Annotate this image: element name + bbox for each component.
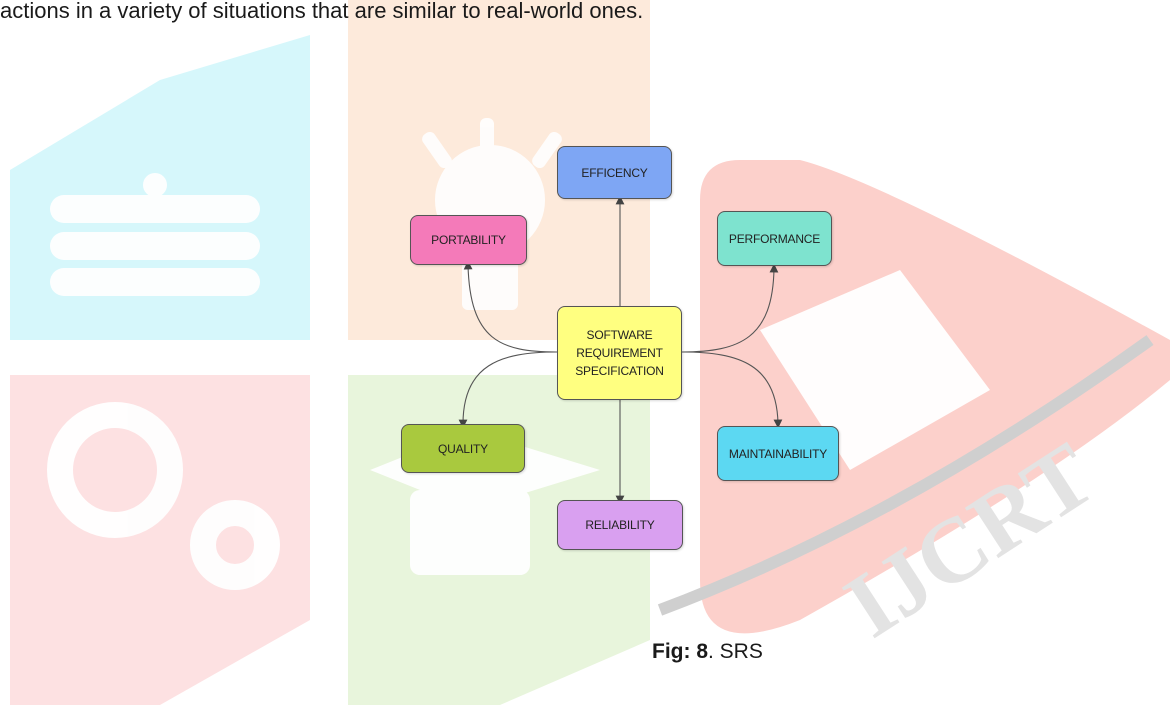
figure-number: Fig: 8 xyxy=(652,640,708,663)
node-center-srs: SOFTWARE REQUIREMENT SPECIFICATION xyxy=(557,306,682,400)
connector-quality xyxy=(458,351,558,429)
node-quality: QUALITY xyxy=(401,424,525,473)
figure-caption: Fig: 8. SRS xyxy=(652,636,763,668)
node-performance: PERFORMANCE xyxy=(717,211,832,266)
connector-portability xyxy=(463,260,558,353)
node-maintainability: MAINTAINABILITY xyxy=(717,426,839,481)
node-efficency: EFFICENCY xyxy=(557,146,672,199)
node-portability: PORTABILITY xyxy=(410,215,527,265)
node-reliability: RELIABILITY xyxy=(557,500,683,550)
body-text-line: actions in a variety of situations that … xyxy=(0,0,644,23)
connector-maintainability xyxy=(681,351,783,429)
figure-title: . SRS xyxy=(708,640,763,663)
connector-performance xyxy=(681,263,779,353)
